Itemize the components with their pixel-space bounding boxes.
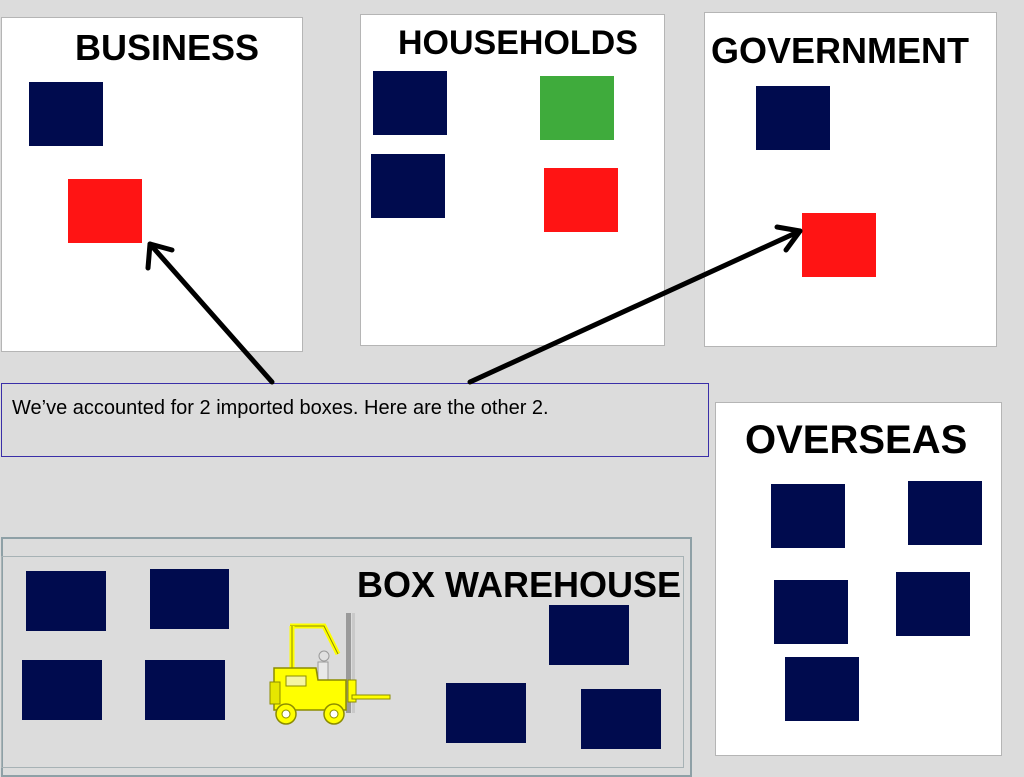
government-title: GOVERNMENT (711, 30, 970, 71)
overseas-title: OVERSEAS (745, 418, 968, 462)
overseas-navy-box (785, 657, 859, 721)
overseas-navy-box (774, 580, 848, 644)
warehouse-navy-box (26, 571, 106, 631)
warehouse-navy-box (549, 605, 629, 665)
warehouse-navy-box (145, 660, 225, 720)
business-title: BUSINESS (75, 27, 260, 68)
households-red-box (544, 168, 618, 232)
households-green-box (540, 76, 614, 140)
households-title: HOUSEHOLDS (398, 24, 638, 62)
overseas-navy-box (771, 484, 845, 548)
warehouse-navy-box (581, 689, 661, 749)
overseas-navy-box (908, 481, 982, 545)
overseas-navy-box (896, 572, 970, 636)
annotation-note-text: We’ve accounted for 2 imported boxes. He… (12, 397, 549, 419)
annotation-note: We’ve accounted for 2 imported boxes. He… (1, 383, 709, 457)
households-navy-box (373, 71, 447, 135)
households-navy-box (371, 154, 445, 218)
government-navy-box (756, 86, 830, 150)
warehouse-navy-box (22, 660, 102, 720)
warehouse-navy-box (446, 683, 526, 743)
government-red-box (802, 213, 876, 277)
forklift-icon (269, 613, 391, 725)
warehouse-title: BOX WAREHOUSE (357, 564, 682, 605)
business-navy-box (29, 82, 103, 146)
business-red-box (68, 179, 142, 243)
warehouse-navy-box (150, 569, 229, 629)
